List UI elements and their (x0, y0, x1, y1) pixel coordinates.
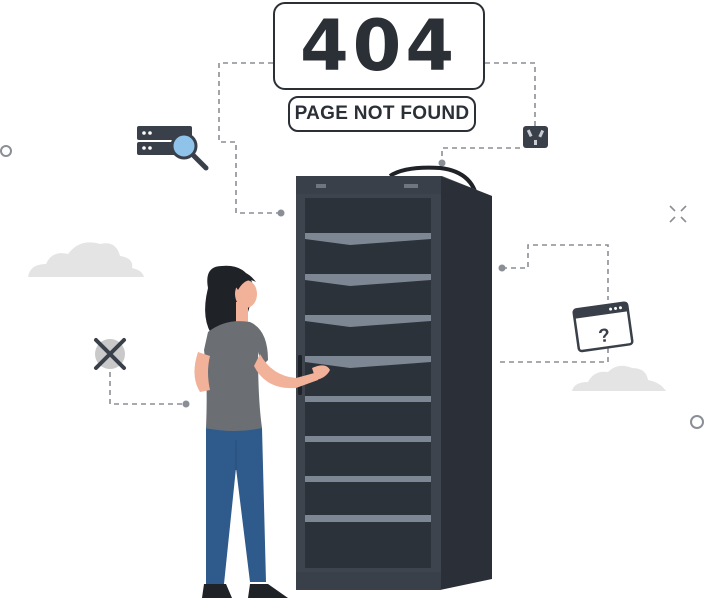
ring-decoration-left (0, 145, 12, 157)
connector-dots (182, 159, 506, 408)
question-mark-glyph: ? (597, 325, 611, 347)
error-message: PAGE NOT FOUND (294, 103, 470, 124)
server-rack (296, 176, 492, 590)
ring-decoration-right (690, 415, 704, 429)
error-code: 404 (299, 5, 459, 87)
cloud-left (28, 242, 144, 277)
server-search-icon (137, 126, 209, 171)
cloud-right (572, 365, 666, 391)
rack-door-handle (298, 355, 302, 395)
rack-shelves (305, 233, 431, 522)
browser-question-icon: ? (572, 301, 634, 353)
sparkle-icon (669, 205, 687, 223)
error-code-box: 404 (273, 2, 485, 90)
cancel-icon (94, 338, 126, 370)
dashed-connectors (109, 62, 609, 405)
woman-figure (194, 265, 330, 598)
power-socket-icon (523, 126, 548, 148)
error-message-box: PAGE NOT FOUND (288, 96, 476, 132)
